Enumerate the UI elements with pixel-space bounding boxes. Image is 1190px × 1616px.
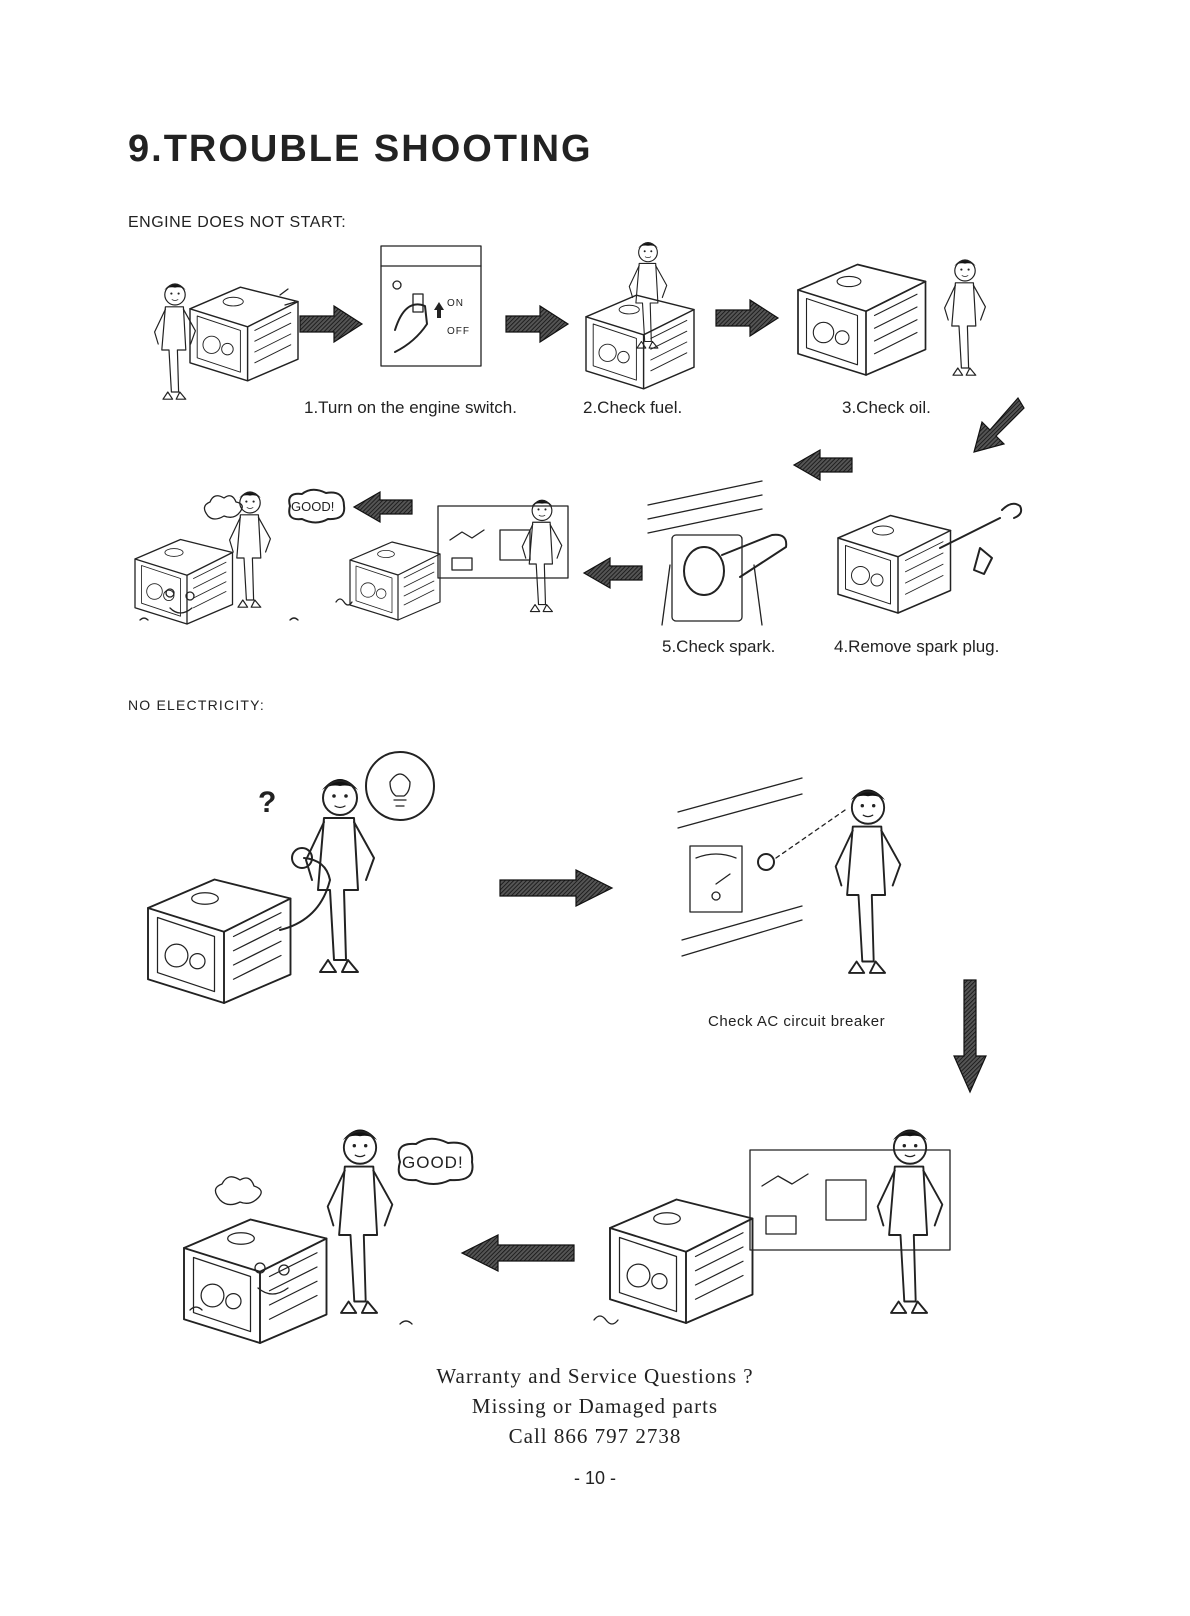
- arrow-down-icon: [953, 979, 987, 1094]
- remove-spark-plug-illustration: [837, 502, 1023, 614]
- reset-circuit-breaker-illustration: [593, 1128, 951, 1325]
- ac-circuit-breaker-illustration: [677, 777, 902, 974]
- step-1-caption: 1.Turn on the engine switch.: [304, 398, 517, 417]
- step-4-caption: 4.Remove spark plug.: [834, 637, 1000, 656]
- good-bubble-large: GOOD!: [397, 1137, 474, 1185]
- good-bubble-small: GOOD!: [288, 488, 346, 524]
- arrow-left-icon: [792, 448, 853, 482]
- check-fuel-illustration: [585, 241, 695, 390]
- check-spark-illustration: [647, 480, 788, 626]
- footer-warranty-line: Warranty and Service Questions ?: [436, 1364, 754, 1388]
- good-text-small: GOOD!: [291, 499, 334, 514]
- breaker-caption: Check AC circuit breaker: [708, 1013, 886, 1030]
- engine-switch-illustration: ON OFF: [380, 245, 482, 367]
- person-pulling-generator-illustration: [154, 282, 299, 400]
- check-oil-illustration: [797, 258, 987, 376]
- step-5-caption: 5.Check spark.: [662, 637, 776, 656]
- generator-running-good-illustration-large: [183, 1128, 413, 1344]
- arrow-down-left-icon: [973, 396, 1025, 453]
- section-heading-engine: ENGINE DOES NOT START:: [128, 214, 347, 231]
- page-number: - 10 -: [573, 1468, 616, 1488]
- switch-on-label: ON: [447, 298, 464, 309]
- good-text-large: GOOD!: [402, 1153, 464, 1172]
- arrow-right-icon: [299, 304, 364, 344]
- arrow-right-icon: [505, 304, 570, 344]
- switch-off-label: OFF: [447, 326, 470, 337]
- generator-running-good-illustration: [134, 490, 299, 625]
- arrow-right-icon: [499, 869, 614, 907]
- arrow-left-icon: [582, 556, 643, 590]
- check-circuit-breaker-panel-illustration: [335, 499, 569, 621]
- page-title: 9.TROUBLE SHOOTING: [128, 128, 593, 170]
- section-heading-electricity: NO ELECTRICITY:: [128, 697, 266, 713]
- arrow-left-icon: [460, 1234, 575, 1272]
- step-3-caption: 3.Check oil.: [842, 398, 931, 417]
- step-2-caption: 2.Check fuel.: [583, 398, 683, 417]
- footer-parts-line: Missing or Damaged parts: [471, 1394, 719, 1418]
- no-electricity-person-illustration: [147, 751, 435, 1004]
- footer-phone-line: Call 866 797 2738: [508, 1424, 682, 1448]
- arrow-left-icon: [352, 490, 413, 524]
- question-mark-icon: ?: [258, 786, 277, 819]
- arrow-right-icon: [715, 298, 780, 338]
